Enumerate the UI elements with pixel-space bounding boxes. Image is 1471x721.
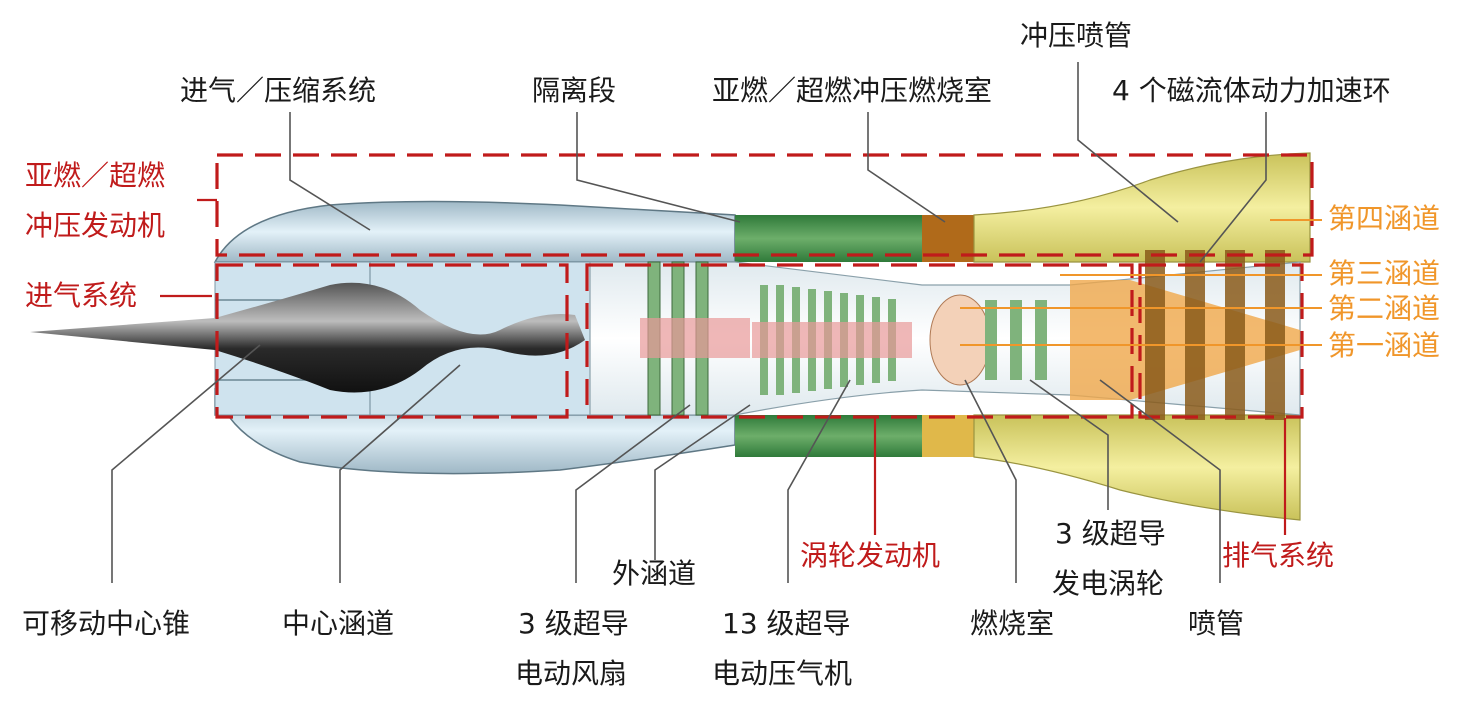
label-intake-compression: 进气／压缩系统 <box>180 74 376 107</box>
label-duct-first: 第一涵道 <box>1328 329 1440 362</box>
center-cone <box>30 282 585 393</box>
fan-stages <box>640 261 750 416</box>
ram-nozzle-upper <box>973 152 1311 263</box>
label-intake-system: 进气系统 <box>25 279 137 312</box>
label-combustor: 亚燃／超燃冲压燃烧室 <box>712 74 992 107</box>
combustor-ring-lower <box>922 415 974 457</box>
label-compressor-line2: 电动压气机 <box>712 657 852 690</box>
mhd-rings <box>1145 250 1285 420</box>
label-nozzle: 喷管 <box>1188 607 1244 640</box>
label-compressor-line1: 13 级超导 <box>722 607 851 640</box>
label-ramjet-line1: 亚燃／超燃 <box>25 159 165 192</box>
label-duct-fourth: 第四涵道 <box>1328 202 1440 235</box>
isolator-band-lower <box>735 415 923 457</box>
inlet-shell-lower <box>214 387 736 475</box>
inlet-shell-upper <box>213 200 736 263</box>
label-duct-third: 第三涵道 <box>1328 257 1440 290</box>
label-duct-second: 第二涵道 <box>1328 292 1440 325</box>
leader-lines <box>111 62 1322 583</box>
turbine-stages <box>985 300 1047 380</box>
engine-body <box>30 152 1311 521</box>
label-center-duct: 中心涵道 <box>282 607 394 640</box>
label-ramjet-line2: 冲压发动机 <box>25 209 165 242</box>
label-turbine-engine: 涡轮发动机 <box>800 539 940 572</box>
label-outer-duct: 外涵道 <box>612 557 696 590</box>
turbine-frame <box>585 263 1134 419</box>
intake-frame <box>215 263 569 419</box>
label-ram-nozzle: 冲压喷管 <box>1020 19 1132 52</box>
ramjet-frame <box>215 153 1314 257</box>
label-movable-cone: 可移动中心锥 <box>22 607 190 640</box>
label-turbine-line2: 发电涡轮 <box>1052 567 1164 600</box>
label-burner: 燃烧室 <box>970 607 1054 640</box>
label-turbine-line1: 3 级超导 <box>1055 517 1166 550</box>
ram-nozzle-lower <box>973 414 1301 521</box>
label-fan-line1: 3 级超导 <box>518 607 629 640</box>
compressor-stages <box>752 285 912 395</box>
label-fan-line2: 电动风扇 <box>515 657 627 690</box>
label-exhaust-system: 排气系统 <box>1222 539 1334 572</box>
system-frames <box>215 153 1314 419</box>
exhaust-frame <box>1138 263 1304 419</box>
labels: 进气／压缩系统 隔离段 亚燃／超燃冲压燃烧室 冲压喷管 4 个磁流体动力加速环 … <box>22 19 1440 690</box>
label-mhd-rings: 4 个磁流体动力加速环 <box>1112 74 1391 107</box>
label-isolator: 隔离段 <box>532 74 616 107</box>
